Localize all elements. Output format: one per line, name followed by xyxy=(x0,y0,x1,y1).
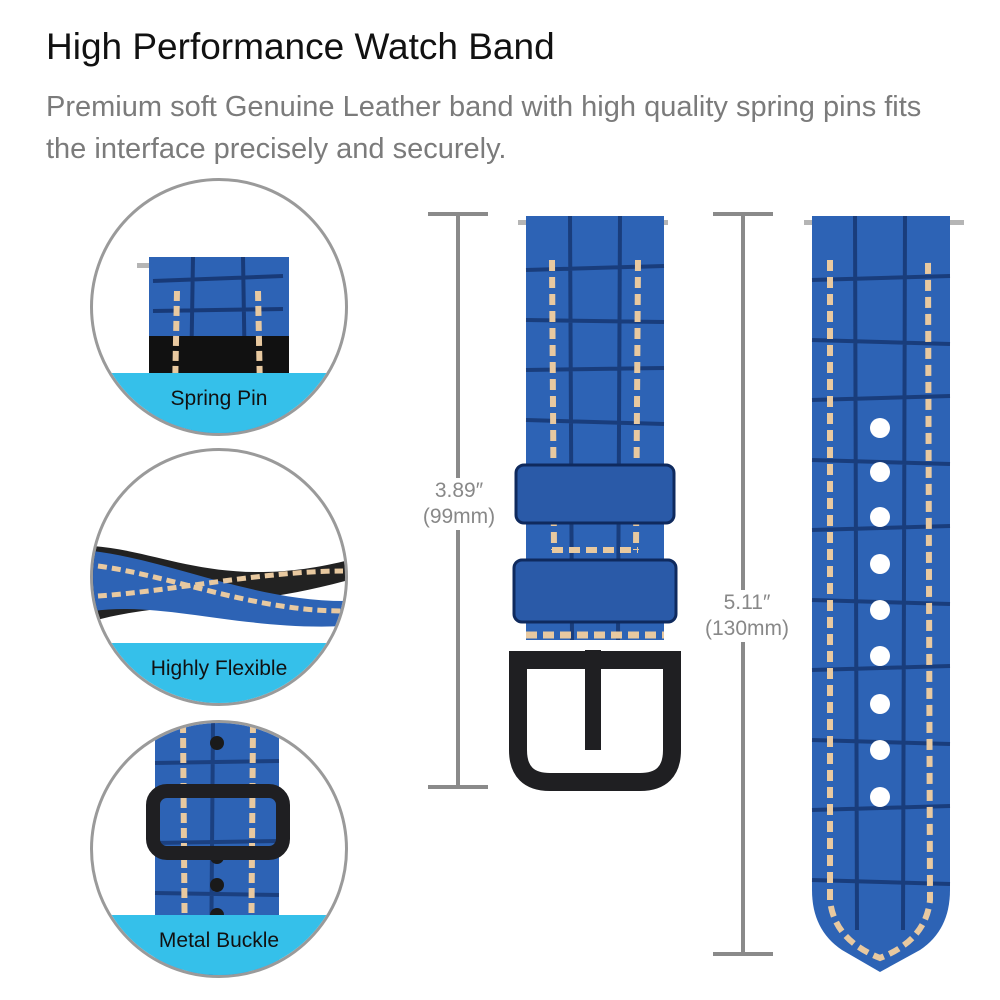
feature-label: Metal Buckle xyxy=(158,929,280,952)
feature-label-band: Spring Pin xyxy=(93,373,345,433)
long-strap-mm: (130mm) xyxy=(704,617,789,640)
short-strap-inches: 3.89″ xyxy=(434,479,484,502)
short-strap-length: 3.89″ (99mm) xyxy=(404,478,514,530)
short-strap-image xyxy=(509,215,681,791)
long-strap-image xyxy=(804,215,964,972)
feature-circle-metal-buckle: Metal Buckle xyxy=(90,720,348,978)
feature-circle-highly-flexible: Highly Flexible xyxy=(90,448,348,706)
flexible-strap-image xyxy=(93,546,345,627)
feature-label: Highly Flexible xyxy=(150,657,288,680)
long-strap-length: 5.11″ (130mm) xyxy=(688,590,806,642)
long-strap-dimension-line xyxy=(713,212,773,956)
feature-label-band: Metal Buckle xyxy=(93,915,345,975)
feature-circle-spring-pin: Spring Pin xyxy=(90,178,348,436)
feature-label: Spring Pin xyxy=(170,387,268,410)
long-strap-inches: 5.11″ xyxy=(723,591,771,614)
short-strap-mm: (99mm) xyxy=(422,505,496,528)
product-description: Premium soft Genuine Leather band with h… xyxy=(46,91,922,165)
feature-label-band: Highly Flexible xyxy=(93,643,345,703)
page-title: High Performance Watch Band xyxy=(46,26,555,67)
